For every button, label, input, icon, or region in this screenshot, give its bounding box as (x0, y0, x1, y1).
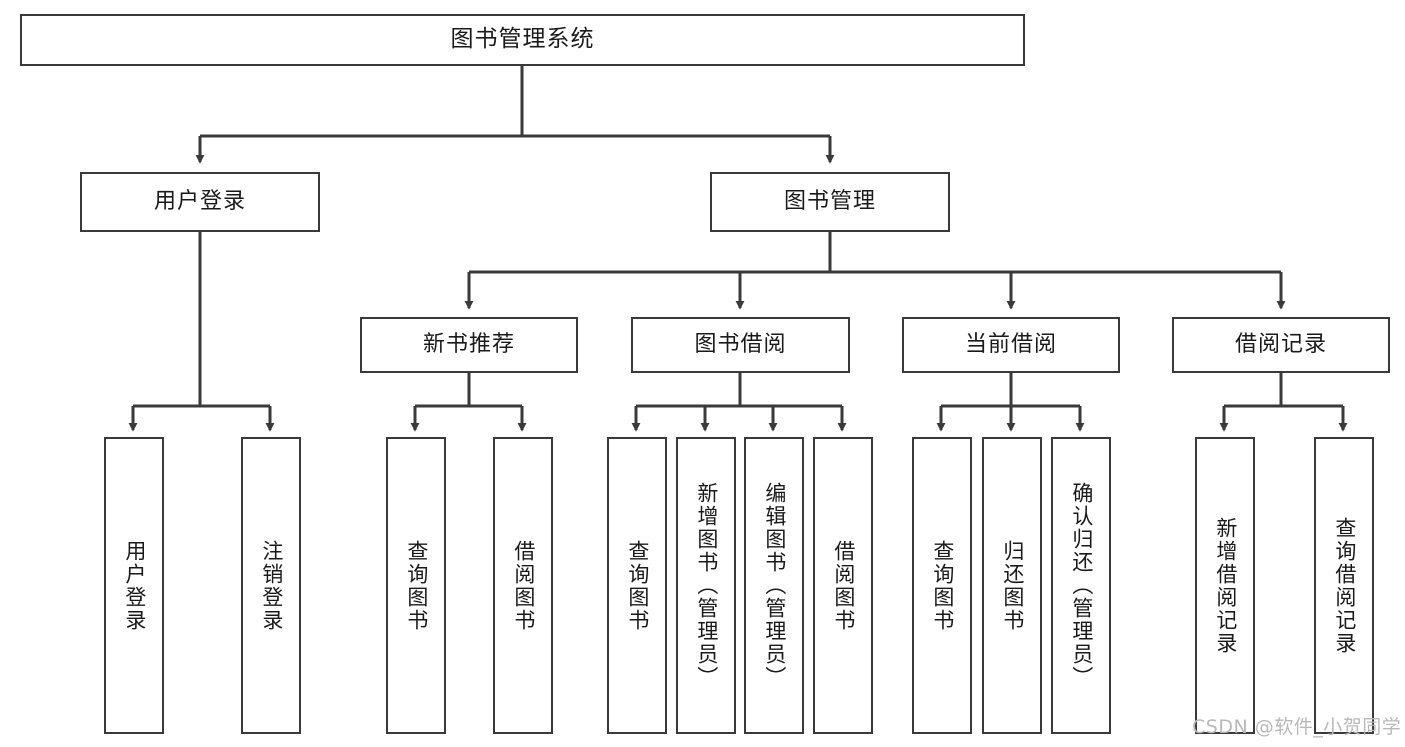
leaf-user-login-signin[interactable]: 用户登录 (104, 437, 164, 734)
leaf-label: 新增图书（管理员） (694, 482, 719, 689)
leaf-label: 查询图书 (625, 539, 650, 632)
leaf-borrow-query-book[interactable]: 查询图书 (607, 437, 667, 734)
leaf-new-book-query[interactable]: 查询图书 (386, 437, 446, 734)
leaf-records-add-record[interactable]: 新增借阅记录 (1195, 437, 1255, 734)
leaf-current-query-book[interactable]: 查询图书 (912, 437, 972, 734)
leaf-label: 查询图书 (404, 539, 429, 632)
leaf-label: 编辑图书（管理员） (762, 482, 787, 689)
leaf-label: 查询图书 (930, 539, 955, 632)
leaf-label: 用户登录 (122, 539, 147, 632)
node-root-system[interactable]: 图书管理系统 (20, 14, 1025, 66)
leaf-current-confirm-return-admin[interactable]: 确认归还（管理员） (1051, 437, 1111, 734)
leaf-label: 注销登录 (259, 539, 284, 632)
node-user-login[interactable]: 用户登录 (80, 172, 320, 232)
leaf-current-return-book[interactable]: 归还图书 (982, 437, 1042, 734)
node-book-management[interactable]: 图书管理 (710, 172, 950, 232)
leaf-user-login-signout[interactable]: 注销登录 (241, 437, 301, 734)
node-borrow-records[interactable]: 借阅记录 (1172, 317, 1390, 373)
leaf-records-query-record[interactable]: 查询借阅记录 (1314, 437, 1374, 734)
leaf-label: 新增借阅记录 (1213, 516, 1238, 655)
leaf-label: 确认归还（管理员） (1069, 482, 1094, 689)
leaf-label: 借阅图书 (831, 539, 856, 632)
leaf-borrow-edit-book-admin[interactable]: 编辑图书（管理员） (744, 437, 804, 734)
leaf-new-book-borrow[interactable]: 借阅图书 (493, 437, 553, 734)
csdn-watermark: CSDN @软件_小贺同学 (1192, 716, 1402, 738)
leaf-borrow-add-book-admin[interactable]: 新增图书（管理员） (676, 437, 736, 734)
node-new-book-recommend[interactable]: 新书推荐 (360, 317, 578, 373)
leaf-label: 归还图书 (1000, 539, 1025, 632)
node-current-borrow[interactable]: 当前借阅 (902, 317, 1120, 373)
leaf-label: 借阅图书 (511, 539, 536, 632)
leaf-borrow-borrow-book[interactable]: 借阅图书 (813, 437, 873, 734)
leaf-label: 查询借阅记录 (1332, 516, 1357, 655)
node-book-borrow[interactable]: 图书借阅 (631, 317, 850, 373)
